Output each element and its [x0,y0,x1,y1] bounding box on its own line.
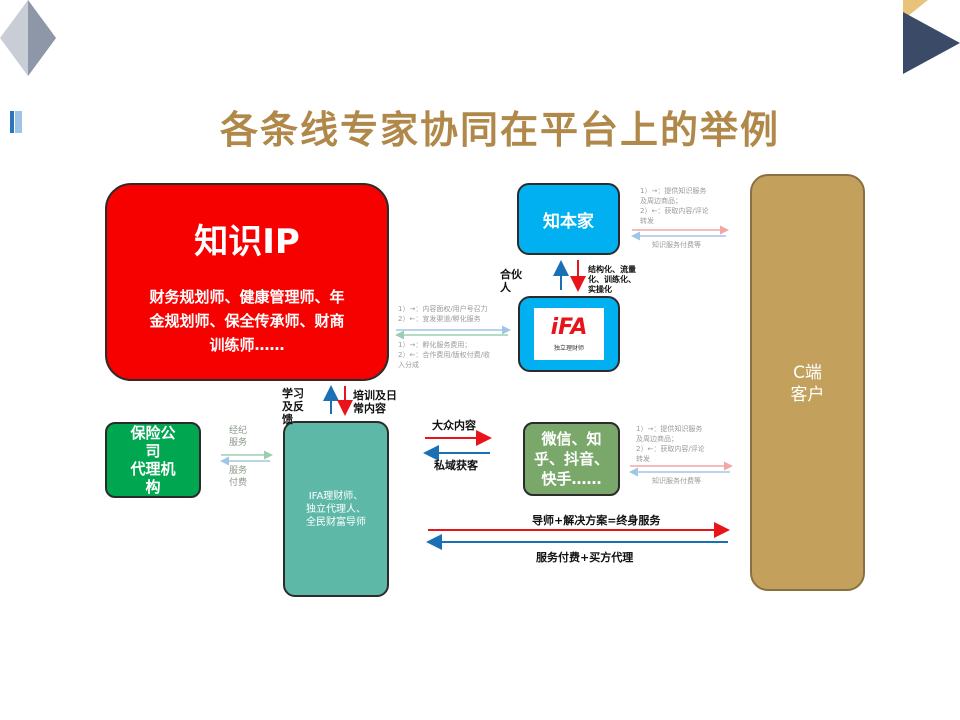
ifa-platform-box: iFA 独立理财师 [518,296,620,372]
c-client-box: C端 客户 [750,174,865,591]
top-right-navy-triangle [903,12,960,74]
knowledge-ip-box: 知识IP 财务规划师、健康管理师、年 金规划师、保全传承师、财商 训练师…… [105,183,389,381]
note-social-client-top: 1）→：提供知识服务 及周边商品； 2）←：获取内容/评论 转发 [636,425,705,463]
label-train: 培训及日 常内容 [353,389,397,415]
note-ip-platform-top: 1）→：内容面权/用户号召力 2）←：宣发渠道/孵化服务 [398,305,488,323]
top-left-diamond-dark [28,0,56,76]
knowledge-ip-desc: 财务规划师、健康管理师、年 金规划师、保全传承师、财商 训练师…… [149,287,345,354]
note-ins-planner-bottom: 服务 付费 [229,466,248,488]
social-media-box: 微信、知 乎、抖音、 快手…… [523,422,620,496]
label-partner: 合伙 人 [500,268,522,294]
top-right-gold-triangle [903,0,928,20]
zhibenjia-box: 知本家 [517,183,620,255]
label-learn: 学习 及反 馈 [282,387,304,426]
note-ins-planner-top: 经纪 服务 [229,426,248,448]
title-accent-bar-light [15,111,22,133]
ifa-logo-mark: iFA [550,315,588,340]
page-title: 各条线专家协同在平台上的举例 [219,108,780,152]
ifa-planner-box: IFA理财师、 独立代理人、 全民财富导师 [283,421,389,597]
label-mass-content: 大众内容 [432,419,476,432]
label-service-fee: 服务付费+买方代理 [536,551,634,564]
note-zbj-client-bottom: 知识服务付费等 [652,241,701,249]
note-social-client-bottom: 知识服务付费等 [652,477,701,485]
knowledge-ip-title: 知识IP [194,221,300,262]
ifa-logo-subtitle: 独立理财师 [553,345,584,352]
insurance-agency-box: 保险公 司 代理机 构 [105,422,201,498]
note-zbj-client-top: 1）→：提供知识服务 及周边商品； 2）←：获取内容/评论 转发 [640,187,709,225]
title-accent-bar [10,111,14,133]
label-structure: 结构化、流量 化、训练化、 实操化 [588,265,636,294]
ifa-logo: iFA 独立理财师 [534,308,604,360]
label-mentor: 导师+解决方案=终身服务 [532,514,661,527]
label-private-traffic: 私域获客 [434,459,478,472]
note-ip-platform-bottom: 1）→：孵化服务费用； 2）←：合作费用/版权付费/收 入分成 [398,341,491,369]
